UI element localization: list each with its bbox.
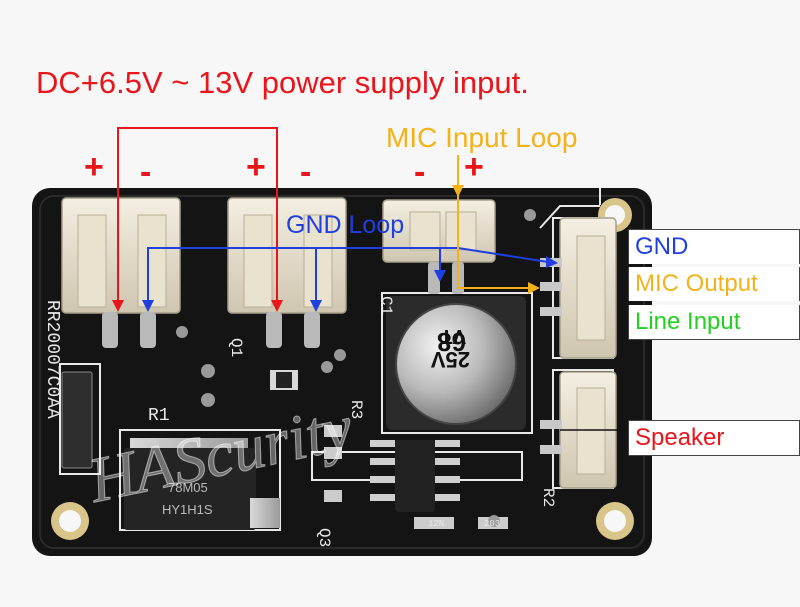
- cap-value-text: 68: [437, 327, 466, 357]
- regulator-code-text: HY1H1S: [162, 502, 213, 517]
- label-r1: R1: [148, 406, 170, 426]
- board-silkscreen-labels: RR20007C0AA C1 R1 R2 R3 Q1 Q3 12N 203: [42, 296, 557, 547]
- power-connector-1: [61, 197, 181, 348]
- plus-sign-2: +: [246, 148, 266, 186]
- label-q1: Q1: [227, 338, 245, 357]
- plus-sign-1: +: [84, 148, 104, 186]
- mic-loop-arrows: [457, 155, 528, 289]
- label-r2: R2: [539, 488, 557, 507]
- label-c1: C1: [377, 296, 395, 315]
- label-r3: R3: [347, 400, 365, 419]
- cap-voltage-text: 25V: [431, 347, 470, 372]
- cap-code-text: VT: [440, 325, 466, 347]
- smd-components: [61, 209, 536, 529]
- mic-connector: [382, 199, 496, 294]
- electrolytic-capacitor: 68 25V VT: [386, 296, 526, 430]
- amplifier-chip: [370, 440, 460, 512]
- output-connector: [540, 217, 617, 359]
- voltage-regulator: 78M05 HY1H1S: [124, 438, 280, 530]
- arrowhead-icon: [112, 300, 283, 312]
- plus-sign-mic: +: [464, 148, 484, 186]
- gnd-loop-annotation: GND Loop: [286, 211, 405, 239]
- arrowhead-icon: [142, 256, 558, 312]
- gnd-loop-arrows: [147, 247, 549, 300]
- chip-code2-text: 203: [484, 519, 500, 529]
- speaker-label: Speaker: [628, 420, 800, 456]
- line-input-label: Line Input: [628, 305, 800, 340]
- mic-loop-annotation: MIC Input Loop: [386, 122, 578, 153]
- board-id-text: RR20007C0AA: [42, 300, 62, 419]
- regulator-part-text: 78M05: [168, 480, 208, 495]
- chip-code-text: 12N: [428, 519, 444, 529]
- minus-sign-2: -: [300, 153, 312, 191]
- arrowhead-icon: [452, 185, 540, 294]
- minus-sign-mic: -: [414, 153, 426, 191]
- mic-output-label: MIC Output: [628, 267, 800, 301]
- power-supply-annotation: DC+6.5V ~ 13V power supply input.: [36, 65, 529, 100]
- power-supply-arrows: [117, 127, 278, 300]
- gnd-label: GND: [628, 229, 800, 264]
- label-q3: Q3: [315, 528, 333, 547]
- minus-sign-1: -: [140, 153, 152, 191]
